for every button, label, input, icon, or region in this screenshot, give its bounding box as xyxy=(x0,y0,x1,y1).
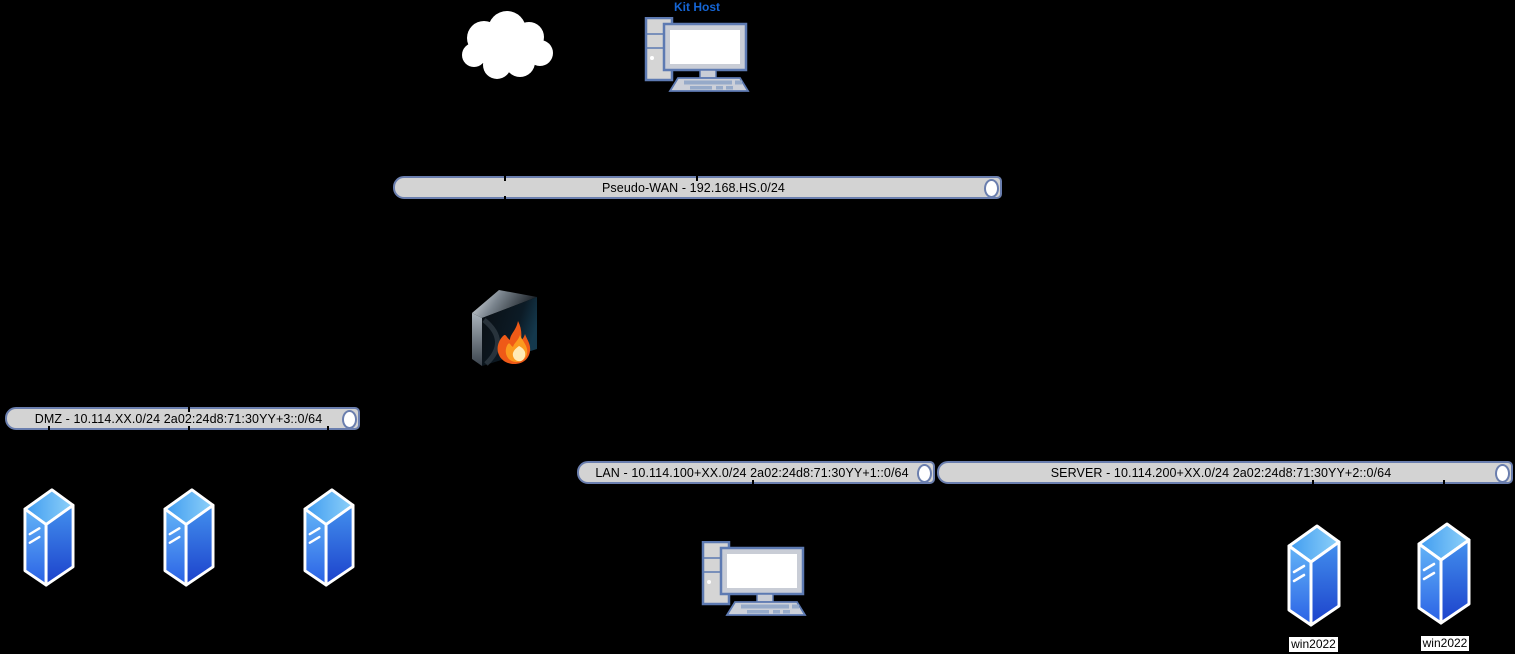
server-bus-endcap xyxy=(1495,464,1510,483)
lan-pc-icon xyxy=(701,540,807,622)
win2022-server-2-icon xyxy=(1415,520,1473,631)
win2022-label-2: win2022 xyxy=(1421,636,1469,651)
kit-host-label: Kit Host xyxy=(674,0,720,14)
dmz-server-3-icon xyxy=(301,486,357,593)
dmz-server-1-icon xyxy=(21,486,77,593)
win2022-server-1-icon xyxy=(1285,522,1343,633)
edge-kithost-wan xyxy=(696,90,698,181)
server-bus: SERVER - 10.114.200+XX.0/24 2a02:24d8:71… xyxy=(937,461,1513,484)
edge-firewall-drop xyxy=(504,366,506,392)
dmz-server-2-icon xyxy=(161,486,217,593)
edge-dmz-server1 xyxy=(48,426,50,490)
lan-bus-endcap xyxy=(917,464,932,483)
edge-dmz-server2 xyxy=(188,426,190,490)
edge-server-win1 xyxy=(1312,480,1314,527)
dmz-bus: DMZ - 10.114.XX.0/24 2a02:24d8:71:30YY+3… xyxy=(5,407,360,430)
pseudo-wan-bus-label: Pseudo-WAN - 192.168.HS.0/24 xyxy=(602,180,785,195)
edge-lan-pc xyxy=(752,480,754,545)
edge-firewall-dmz-horizontal xyxy=(188,390,506,392)
dmz-bus-label: DMZ - 10.114.XX.0/24 2a02:24d8:71:30YY+3… xyxy=(34,411,323,426)
win2022-label-1: win2022 xyxy=(1289,637,1338,652)
server-bus-label: SERVER - 10.114.200+XX.0/24 2a02:24d8:71… xyxy=(1050,465,1392,480)
edge-wan-firewall xyxy=(504,196,506,288)
lan-bus-label: LAN - 10.114.100+XX.0/24 2a02:24d8:71:30… xyxy=(595,465,909,480)
edge-server-win2 xyxy=(1443,480,1445,527)
internet-cloud-icon xyxy=(453,10,557,91)
pseudo-wan-bus-endcap xyxy=(984,179,999,198)
lan-bus: LAN - 10.114.100+XX.0/24 2a02:24d8:71:30… xyxy=(577,461,935,484)
firewall-icon xyxy=(470,287,540,374)
dmz-bus-endcap xyxy=(342,410,357,429)
kit-host-pc-icon xyxy=(644,16,750,98)
edge-cloud-wan xyxy=(504,84,506,181)
edge-firewall-dmz xyxy=(188,390,190,412)
edge-dmz-server3 xyxy=(327,426,329,490)
